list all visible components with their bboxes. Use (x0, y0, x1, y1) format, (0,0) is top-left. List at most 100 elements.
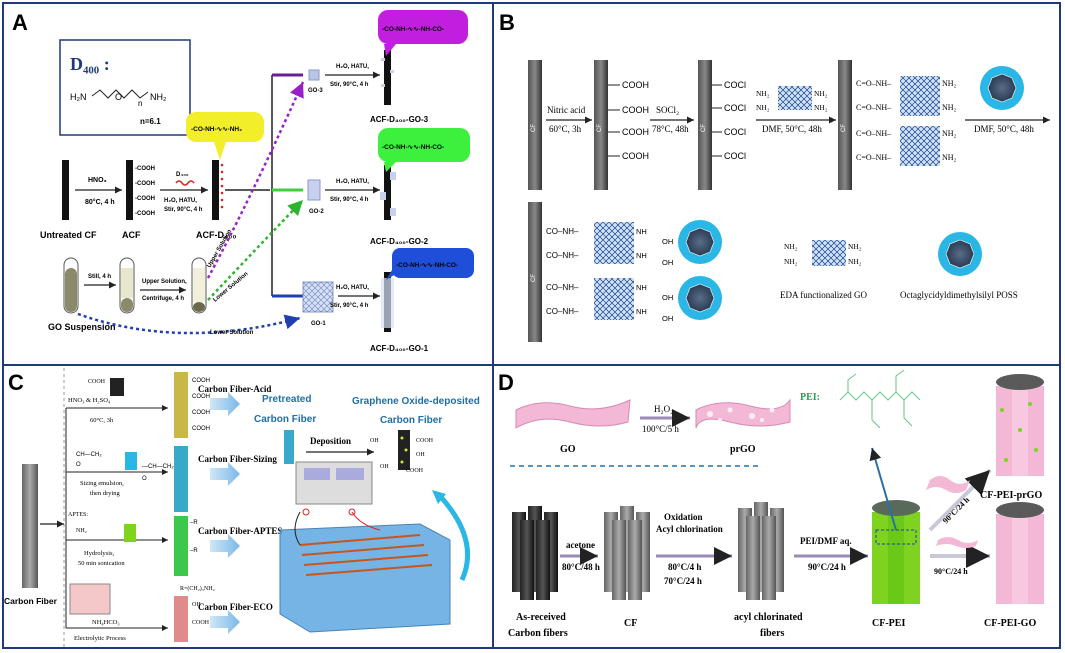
d-pei-label: PEI: (800, 392, 820, 403)
d-oxid-4: 70°C/24 h (664, 576, 702, 586)
d-cf-pei-zoom-arrow (869, 447, 897, 531)
bubble-purple-tail (384, 44, 396, 56)
acf-d400-sites (220, 163, 224, 209)
bubble-blue-text: -CO-NH-∿∿-NH-CO- (396, 262, 458, 269)
d400-squiggle (175, 180, 195, 186)
d-acyl-1: acyl chlorinated (734, 612, 803, 623)
d-prgo-sheet (695, 398, 791, 429)
c-label-aptes: Carbon Fiber-APTES (198, 526, 282, 536)
d-h2o2: H₂O₂ (654, 404, 673, 414)
b-cocl-group: COCl COCl COCl COCl (712, 80, 746, 161)
c-aptes-label: APTES: (68, 512, 88, 518)
b-dmf2: DMF, 50°C, 48h (974, 124, 1034, 134)
c-sizing-struct-3: —CH—CH₂ (142, 464, 174, 470)
b-final-nh-2: NH (636, 251, 647, 260)
go1-sample-texture (303, 282, 333, 312)
bubble-green-text: -CO-NH-∿∿-NH-CO- (382, 144, 444, 151)
prod3-label: ACF-D₄₀₀-GO-3 (370, 115, 429, 124)
bubble-yellow-text: -CO-NH-∿∿-NH₂ (191, 126, 242, 133)
b-final-go-2-texture (594, 278, 634, 320)
c-acid-reagent-rod (110, 378, 124, 396)
go2-label: GO-2 (309, 209, 324, 215)
d400-struct-n: n (138, 99, 142, 108)
b-cf-label-3: CF (701, 124, 707, 132)
prod1-label: ACF-D₄₀₀-GO-1 (370, 344, 429, 353)
b-final-nh-oh: NH NH NH NH OH OH OH OH (636, 227, 673, 323)
untreated-cf-label: Untreated CF (40, 230, 97, 240)
b-cooh-4: COOH (622, 151, 649, 161)
d400-cond-1: H₂O, HATU, (164, 198, 197, 204)
go1-cond-1: H₂O, HATU, (336, 285, 369, 291)
b-reagent-nh2-3: NH₂ (814, 89, 828, 98)
d400-structure-box (59, 39, 191, 136)
c-carbon-fiber-label: Carbon Fiber (4, 596, 58, 606)
b-go-nh2-3: NH₂ (942, 129, 957, 138)
tube-settled-lower (121, 298, 133, 312)
b-cf-label-1: CF (531, 124, 537, 132)
b-go-nh2-4: NH₂ (942, 153, 957, 162)
go2-cond-2: Stir, 90°C, 4 h (330, 197, 369, 203)
b-cooh-1: COOH (622, 80, 649, 90)
d-go-flake (936, 537, 978, 548)
panel-a: A D₄₀₀ : H₂N O n NH₂ n=6.1 Untreated CF … (12, 10, 474, 353)
d400-n-value: n=6.1 (140, 117, 161, 126)
still-label: Still, 4 h (88, 274, 111, 280)
bubble-blue-tail (386, 270, 402, 280)
c-go-dep-2: Carbon Fiber (380, 415, 442, 426)
b-final-nh-3: NH (636, 283, 647, 292)
panel-d: D GO H₂O₂ 100°C/5 h prGO PEI: As-receive… (498, 369, 1044, 639)
c-cycle-arrow (438, 494, 471, 582)
c-wire-neg (294, 511, 301, 546)
go3-sample (308, 69, 320, 81)
b-cf-label-4: CF (841, 124, 847, 132)
c-go-dep-cooh-2: COOH (406, 468, 424, 474)
bubble-yellow (186, 112, 264, 142)
c-go-dep-cooh-1: COOH (416, 438, 434, 444)
go1-cond-2: Stir, 90°C, 4 h (330, 303, 369, 309)
c-go-dep-dots (400, 436, 408, 464)
d-prgo-holes (707, 407, 775, 422)
product-go3-rod (384, 50, 391, 105)
b-go-sheet-1-texture (900, 76, 940, 116)
b-cooh-3: COOH (622, 127, 649, 137)
lower-solution-label-1: Lower Solution (212, 271, 249, 304)
c-power-display (304, 468, 330, 480)
b-cocl-1: COCl (724, 80, 746, 90)
panel-b: B CF Nitric acid 60°C, 3h CF COOH COOH C… (499, 10, 1050, 342)
d400-struct-right: NH₂ (150, 92, 167, 102)
b-final-oh-1: OH (662, 237, 673, 246)
horizontal-divider (2, 364, 1061, 366)
c-label-acid: Carbon Fiber-Acid (198, 384, 271, 394)
tube-centrifuged-upper (193, 268, 205, 302)
product-go3-flakes (381, 58, 394, 87)
c-sizing-struct-1: CH—CH₂ (76, 452, 102, 458)
b-cocl-3: COCl (724, 127, 746, 137)
d-pei-dmf: PEI/DMF aq. (800, 536, 852, 546)
acf-cooh-3: -COOH (135, 196, 155, 202)
b-cf-rod-5 (528, 202, 542, 342)
c-go-dep-oh-2: OH (380, 464, 389, 470)
product-go2-rod (384, 165, 391, 220)
c-fiber-array (299, 534, 433, 576)
c-pretreated-1: Pretreated (262, 394, 311, 405)
c-sizing-struct: CH—CH₂ O —CH—CH₂ O (76, 452, 174, 482)
product-go2-flakes (380, 172, 396, 216)
panel-label-b: B (499, 10, 515, 35)
b-go-sheet-2-texture (900, 126, 940, 166)
c-go-dep-oh-3: OH (370, 438, 379, 444)
d-arrow-to-prgo (928, 468, 992, 532)
b-legend-nh2-3: NH₂ (848, 242, 862, 251)
b-legend-poss-core (945, 239, 975, 269)
c-fiber-aptes-r-2: –R (190, 548, 198, 554)
c-fiber-aptes (174, 516, 188, 576)
d-as-received-1: As-received (516, 612, 566, 623)
b-final-nh-1: NH (636, 227, 647, 236)
bubble-purple-text: -CO-NH-∿∿-NH-CO- (382, 26, 444, 33)
d-oxid-2: Acyl chlorination (656, 524, 723, 534)
d-cf-label: CF (624, 618, 637, 629)
c-fiber-eco (174, 596, 188, 642)
centrifuge-cond: Centrifuge, 4 h (142, 296, 184, 302)
c-eco-cell (69, 583, 111, 615)
